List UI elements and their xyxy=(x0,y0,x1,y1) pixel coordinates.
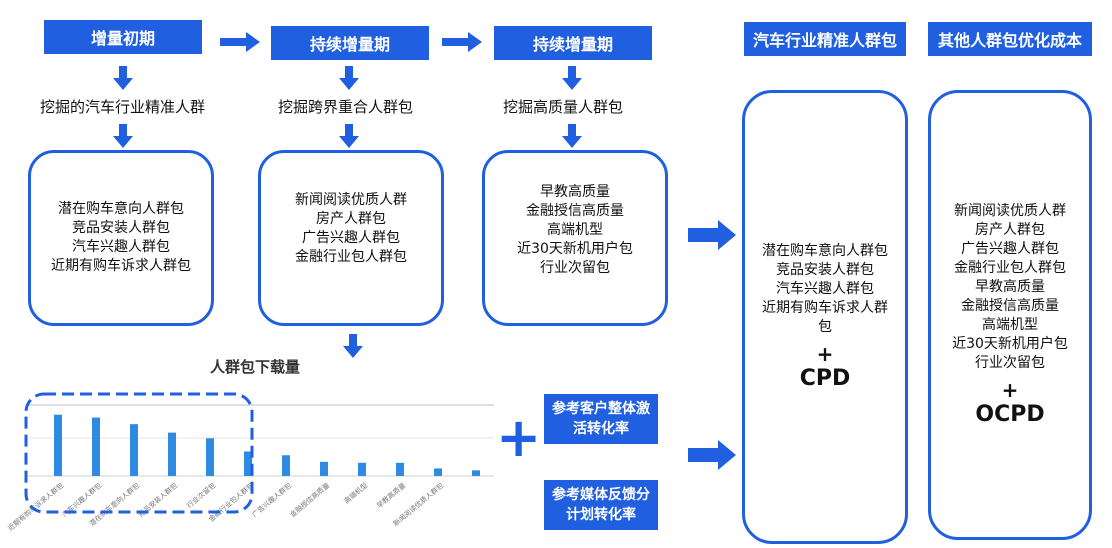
arrow-down-icon xyxy=(343,334,363,358)
chart-bar xyxy=(92,417,100,476)
chart-tick-label: 行业次留包 xyxy=(185,481,218,510)
plus-icon: + xyxy=(496,406,542,469)
stage-2-subtitle: 挖掘跨界重合人群包 xyxy=(278,98,414,116)
list-item: 汽车兴趣人群包 xyxy=(72,239,170,255)
list-item: 竞品安装人群包 xyxy=(776,261,874,278)
right-col-1-box: 潜在购车意向人群包 竞品安装人群包 汽车兴趣人群包 近期有购车诉求人群 包 + … xyxy=(742,90,908,544)
chart-tick-label: 金融授信高质量 xyxy=(288,481,331,519)
list-item: 金融授信高质量 xyxy=(526,203,624,219)
chart-bar xyxy=(54,414,62,476)
list-item: 近30天新机用户包 xyxy=(952,335,1068,352)
right-col-2-header: 其他人群包优化成本 xyxy=(928,22,1092,56)
stage-3-box: 早教高质量 金融授信高质量 高端机型 近30天新机用户包 行业次留包 xyxy=(482,150,668,326)
chart-tick-label: 早教高质量 xyxy=(375,481,408,510)
plus-sign: + xyxy=(816,341,834,366)
list-item: 广告兴趣人群包 xyxy=(961,240,1059,257)
list-item: 早教高质量 xyxy=(540,184,610,200)
bid-type-label: OCPD xyxy=(975,401,1045,427)
stage-3-header: 持续增量期 xyxy=(494,26,652,60)
chart-tick-label: 广告兴趣人群包 xyxy=(250,481,293,519)
chart-bar xyxy=(168,432,176,476)
list-item: 新闻阅读优质人群 xyxy=(954,202,1066,219)
chart-bar xyxy=(358,462,366,476)
list-item: 金融行业包人群包 xyxy=(954,259,1066,276)
stage-2-header: 持续增量期 xyxy=(271,26,429,60)
chart-bar xyxy=(244,451,252,476)
plus-sign: + xyxy=(1001,377,1019,402)
chart-bar xyxy=(282,455,290,476)
chart-bar xyxy=(206,438,214,476)
chart-bar xyxy=(320,461,328,476)
arrow-down-icon xyxy=(339,124,359,148)
chart-bar xyxy=(396,462,404,476)
list-item: 金融授信高质量 xyxy=(961,297,1059,314)
right-col-2-box: 新闻阅读优质人群 房产人群包 广告兴趣人群包 金融行业包人群包 早教高质量 金融… xyxy=(928,90,1092,540)
list-item: 包 xyxy=(818,318,832,335)
note-media-feedback-rate: 参考媒体反馈分计划转化率 xyxy=(544,480,658,530)
chart-bars xyxy=(54,414,480,476)
list-item: 近30天新机用户包 xyxy=(517,241,633,257)
arrow-right-icon xyxy=(220,32,260,52)
stage-3-subtitle: 挖掘高质量人群包 xyxy=(503,98,624,116)
chart-labels: 近期有购车诉求人群包汽车兴趣人群包潜在购车意向人群包竞品安装人群包行业次留包金融… xyxy=(6,481,445,533)
stage-2-box: 新闻阅读优质人群 房产人群包 广告兴趣人群包 金融行业包人群包 xyxy=(258,150,444,326)
chart-tick-label: 近期有购车诉求人群包 xyxy=(6,481,65,533)
right-col-1-header: 汽车行业精准人群包 xyxy=(744,22,906,56)
list-item: 房产人群包 xyxy=(316,211,386,227)
list-item: 竞品安装人群包 xyxy=(72,220,170,236)
stage-1-box: 潜在购车意向人群包 竞品安装人群包 汽车兴趣人群包 近期有购车诉求人群包 xyxy=(28,150,214,326)
list-item: 近期有购车诉求人群包 xyxy=(51,258,191,274)
list-item: 潜在购车意向人群包 xyxy=(762,242,888,259)
list-item: 高端机型 xyxy=(547,222,603,238)
download-volume-chart: 近期有购车诉求人群包汽车兴趣人群包潜在购车意向人群包竞品安装人群包行业次留包金融… xyxy=(6,392,494,533)
note-activation-rate: 参考客户整体激活转化率 xyxy=(544,394,658,444)
arrow-down-icon xyxy=(113,66,133,90)
chart-title: 人群包下载量 xyxy=(210,358,301,376)
list-item: 高端机型 xyxy=(982,316,1038,333)
chart-bar xyxy=(130,424,138,476)
list-item: 汽车兴趣人群包 xyxy=(776,280,874,297)
list-item: 潜在购车意向人群包 xyxy=(58,201,184,217)
chart-bar xyxy=(472,470,480,476)
chart-tick-label: 高端机型 xyxy=(342,481,369,506)
arrow-down-icon xyxy=(562,66,582,90)
list-item: 新闻阅读优质人群 xyxy=(295,192,407,208)
stage-1-header: 增量初期 xyxy=(44,20,202,54)
arrow-right-icon xyxy=(688,220,736,250)
stage-1-subtitle: 挖掘的汽车行业精准人群 xyxy=(40,98,206,116)
list-item: 行业次留包 xyxy=(975,354,1045,371)
list-item: 行业次留包 xyxy=(540,260,610,276)
list-item: 广告兴趣人群包 xyxy=(302,230,400,246)
list-item: 早教高质量 xyxy=(975,278,1045,295)
arrow-down-icon xyxy=(562,124,582,148)
highlight-dashed-box xyxy=(24,392,254,514)
list-item: 近期有购车诉求人群 xyxy=(762,299,888,316)
arrow-down-icon xyxy=(339,66,359,90)
chart-bar xyxy=(434,468,442,476)
arrow-right-icon xyxy=(688,440,736,470)
list-item: 金融行业包人群包 xyxy=(295,249,407,265)
bid-type-label: CPD xyxy=(799,365,851,391)
arrow-right-icon xyxy=(442,32,482,52)
list-item: 房产人群包 xyxy=(975,221,1045,238)
arrow-down-icon xyxy=(113,124,133,148)
